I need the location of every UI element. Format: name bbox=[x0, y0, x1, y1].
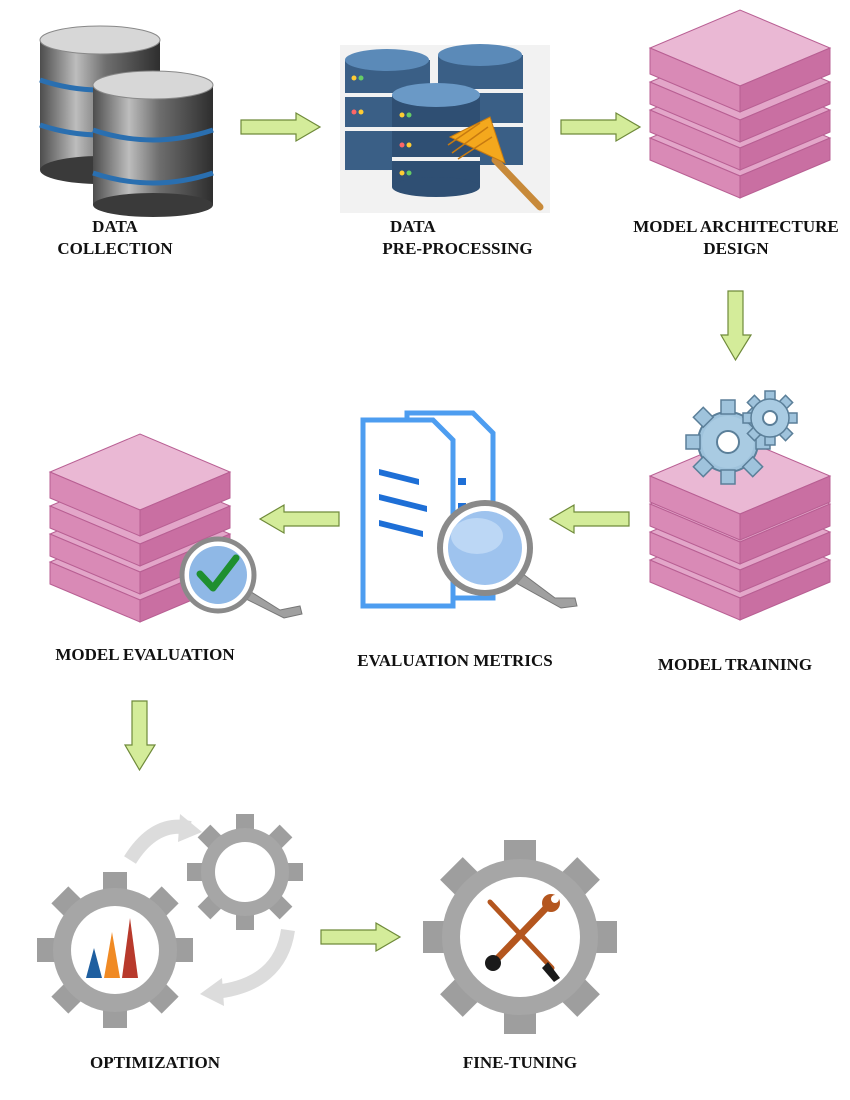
arrow-right-2 bbox=[560, 111, 642, 143]
fine-tuning-label: FINE-TUNING bbox=[445, 1052, 595, 1074]
optimization-icon bbox=[30, 810, 310, 1030]
layer-stack bbox=[48, 433, 232, 623]
data-collection-label: DATA COLLECTION bbox=[40, 216, 190, 260]
evaluation-metrics-label-text: EVALUATION METRICS bbox=[357, 651, 553, 670]
model-architecture-label: MODEL ARCHITECTURE DESIGN bbox=[626, 216, 846, 260]
arrow-left-1 bbox=[548, 503, 630, 535]
fine-tuning-icon bbox=[420, 840, 620, 1035]
gear-small-icon bbox=[187, 814, 303, 930]
chart-peaks-icon bbox=[86, 918, 138, 978]
arrow-right-3 bbox=[320, 921, 402, 953]
data-preprocessing-label-line1: DATA bbox=[390, 217, 436, 236]
model-architecture-label-line2: DESIGN bbox=[703, 239, 769, 258]
model-architecture-icon bbox=[648, 8, 833, 213]
data-preprocessing-icon bbox=[340, 44, 550, 213]
model-training-label: MODEL TRAINING bbox=[640, 654, 830, 676]
arrow-right-1 bbox=[240, 111, 322, 143]
data-preprocessing-label-line2: PRE-PROCESSING bbox=[382, 239, 533, 258]
model-evaluation-label-text: MODEL EVALUATION bbox=[55, 645, 235, 664]
arrow-down-2 bbox=[123, 700, 157, 772]
cleaning-brush-icon bbox=[447, 116, 544, 211]
model-training-label-text: MODEL TRAINING bbox=[657, 655, 813, 674]
optimization-label: OPTIMIZATION bbox=[70, 1052, 240, 1074]
cycle-arrow-top-icon bbox=[124, 814, 202, 864]
arrow-left-2 bbox=[258, 503, 340, 535]
layer-stack bbox=[648, 437, 832, 621]
database-cylinder-front bbox=[92, 70, 214, 217]
cycle-arrow-bottom-icon bbox=[200, 928, 295, 1006]
fine-tuning-label-text: FINE-TUNING bbox=[462, 1053, 578, 1072]
magnifier-icon bbox=[437, 500, 578, 609]
tools-icon bbox=[485, 894, 560, 982]
evaluation-metrics-icon bbox=[355, 408, 585, 618]
layer-stack bbox=[648, 9, 832, 199]
arrow-down-1 bbox=[719, 290, 753, 362]
model-training-icon bbox=[648, 390, 833, 625]
model-evaluation-icon bbox=[48, 430, 308, 630]
gear-small-icon bbox=[742, 390, 798, 446]
model-evaluation-label: MODEL EVALUATION bbox=[40, 644, 250, 666]
optimization-label-text: OPTIMIZATION bbox=[89, 1053, 221, 1072]
checkmark-magnifier-icon bbox=[179, 536, 303, 619]
model-architecture-label-line1: MODEL ARCHITECTURE bbox=[633, 217, 839, 236]
data-collection-label-line2: COLLECTION bbox=[57, 239, 173, 258]
data-collection-label-line1: DATA bbox=[92, 217, 138, 236]
data-preprocessing-label: DATA PRE-PROCESSING bbox=[335, 216, 580, 260]
evaluation-metrics-label: EVALUATION METRICS bbox=[345, 650, 565, 672]
data-collection-icon bbox=[35, 25, 220, 217]
